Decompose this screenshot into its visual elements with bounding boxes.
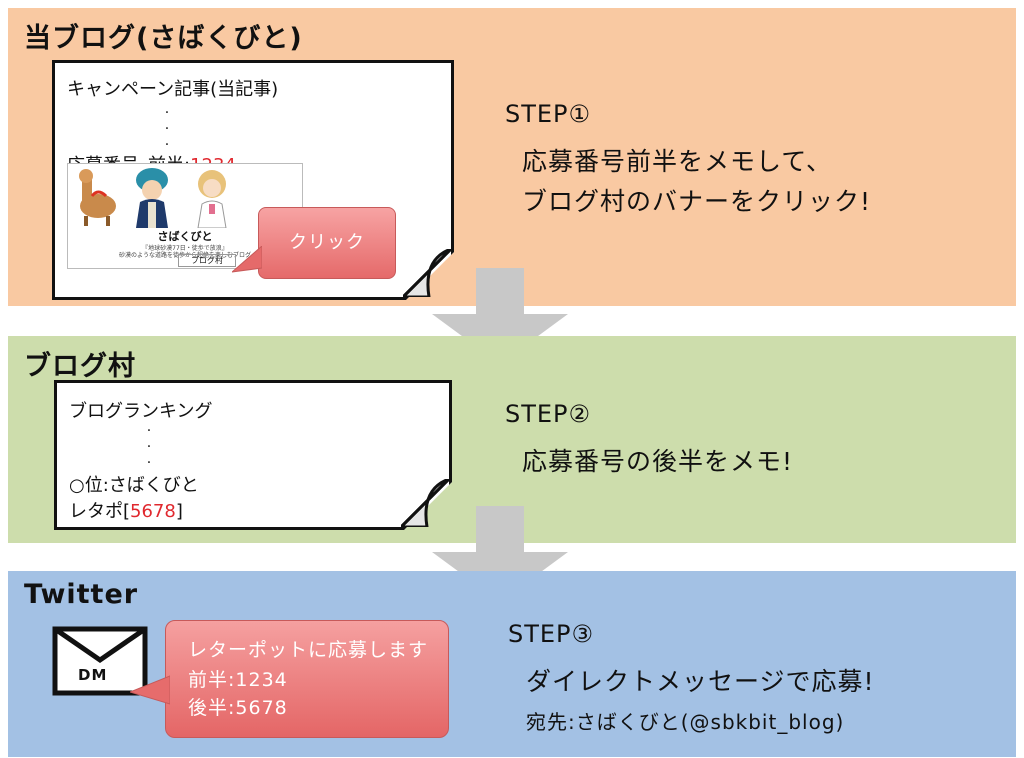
envelope-dm-label: DM (78, 666, 108, 684)
woman-illustration-icon (188, 166, 236, 228)
dm-message-line2: 前半:1234 (188, 669, 288, 691)
click-callout-bubble: クリック (258, 207, 396, 279)
step1-label: STEP① (505, 100, 592, 128)
click-callout-pointer (232, 246, 262, 273)
step3-recipient: 宛先:さばくびと(@sbkbit_blog) (526, 710, 845, 734)
dm-message-bubble: レターポットに応募します 前半:1234 後半:5678 (165, 620, 449, 738)
rank-line: ○位:さばくびと (69, 475, 199, 496)
camel-illustration-icon (74, 166, 122, 228)
section-blog-mura-title: ブログ村 (24, 351, 136, 382)
turban-man-illustration-icon (128, 166, 176, 228)
ellipsis-dots: ··· (164, 105, 170, 153)
blog-ranking-card: ブログランキング ··· ○位:さばくびと レタポ[5678] (54, 380, 452, 530)
dm-message-line1: レターポットに応募します (188, 639, 429, 661)
entry-number-second-half: 5678 (130, 501, 176, 522)
blog-mura-button[interactable]: ブログ村 (178, 254, 236, 267)
banner-title: さばくびと (157, 230, 213, 243)
step1-line2: ブログ村のバナーをクリック! (522, 187, 872, 216)
blog-ranking-heading: ブログランキング (69, 401, 213, 422)
step3-line1: ダイレクトメッセージで応募! (526, 667, 875, 696)
page-curl-icon-2 (401, 479, 449, 527)
dm-message-line3: 後半:5678 (188, 697, 288, 719)
banner-description: 砂漠のような道路を徒歩から超絶を楽しむブログ (118, 252, 251, 259)
down-arrow-icon-2 (432, 506, 568, 602)
letterpot-code-suffix: ] (175, 501, 183, 522)
step1-line1: 応募番号前半をメモして、 (522, 147, 833, 176)
banner-subtitle: 『地球砂漠77日・徒歩で放浪』 (142, 245, 228, 252)
ellipsis-dots-2: ··· (146, 423, 152, 471)
envelope-icon (52, 626, 148, 696)
dm-bubble-pointer (130, 675, 170, 705)
page-curl-icon (403, 249, 451, 297)
down-arrow-icon (432, 268, 568, 364)
section-blog-title: 当ブログ(さばくびと) (24, 23, 303, 54)
step2-line1: 応募番号の後半をメモ! (522, 447, 794, 476)
letterpot-code-line: レタポ[5678] (69, 497, 183, 523)
step3-label: STEP③ (508, 620, 595, 648)
step2-label: STEP② (505, 400, 592, 428)
section-twitter-title: Twitter (24, 579, 139, 610)
letterpot-code-prefix: レタポ[ (69, 501, 131, 522)
campaign-article-heading: キャンペーン記事(当記事) (67, 79, 279, 100)
